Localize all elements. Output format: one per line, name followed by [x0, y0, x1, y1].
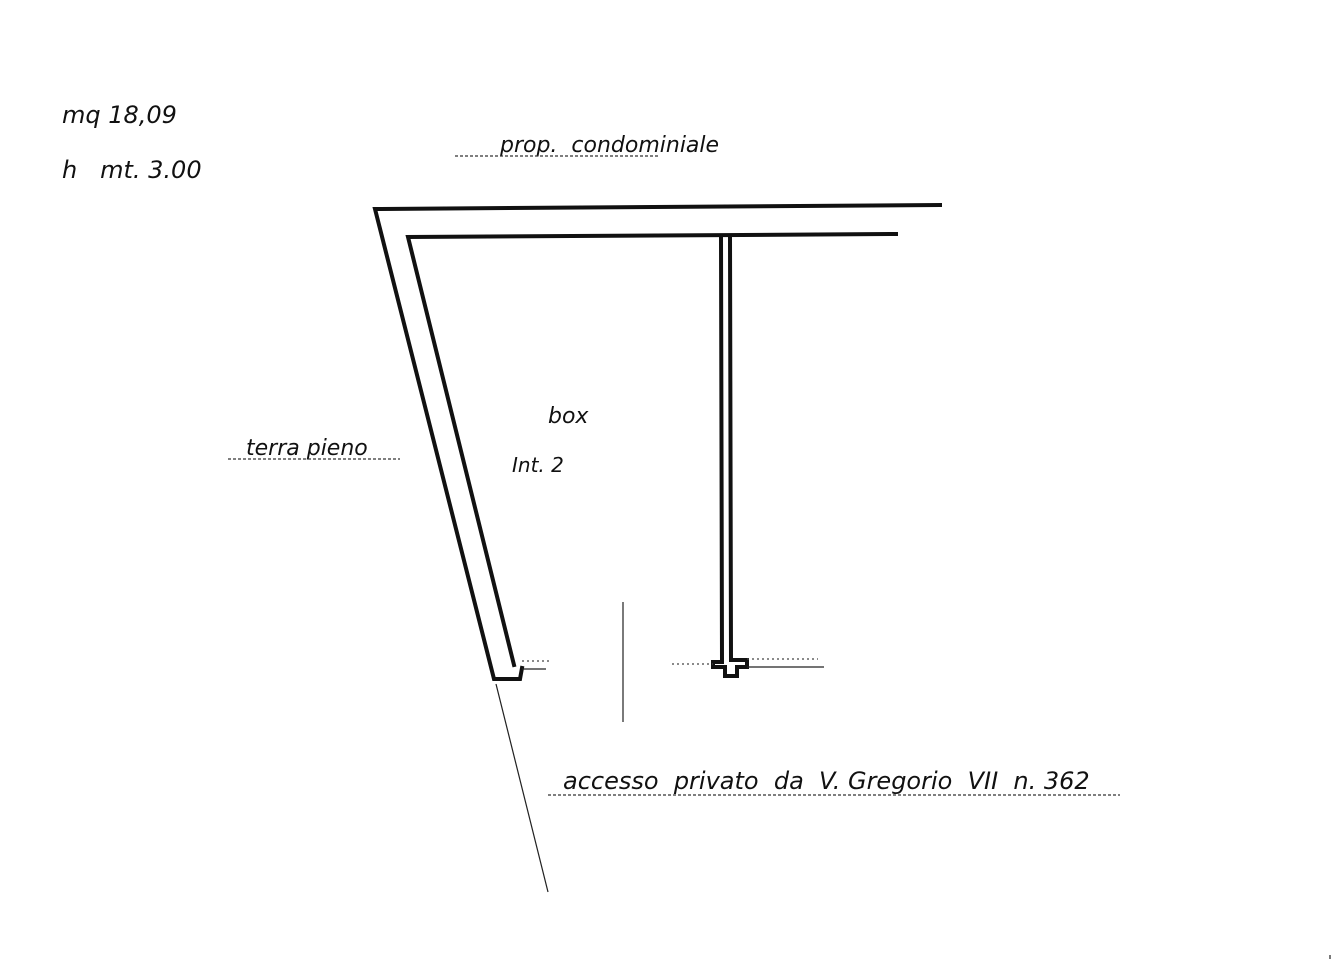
inner-wall-line — [405, 231, 899, 668]
area-label: mq 18,09 — [62, 101, 177, 129]
height-label: h mt. 3.00 — [62, 156, 202, 184]
room-name-label: box — [548, 404, 589, 429]
access-leader-line — [495, 683, 549, 893]
room-number-label: Int. 2 — [512, 453, 564, 477]
access-label: accesso privato da V. Gregorio VII n. 36… — [563, 767, 1090, 795]
north-boundary-label: prop. condominiale — [499, 133, 719, 158]
partition-wall-left — [711, 234, 749, 678]
outer-wall-line — [372, 202, 943, 681]
west-boundary-label: terra pieno — [246, 436, 368, 461]
